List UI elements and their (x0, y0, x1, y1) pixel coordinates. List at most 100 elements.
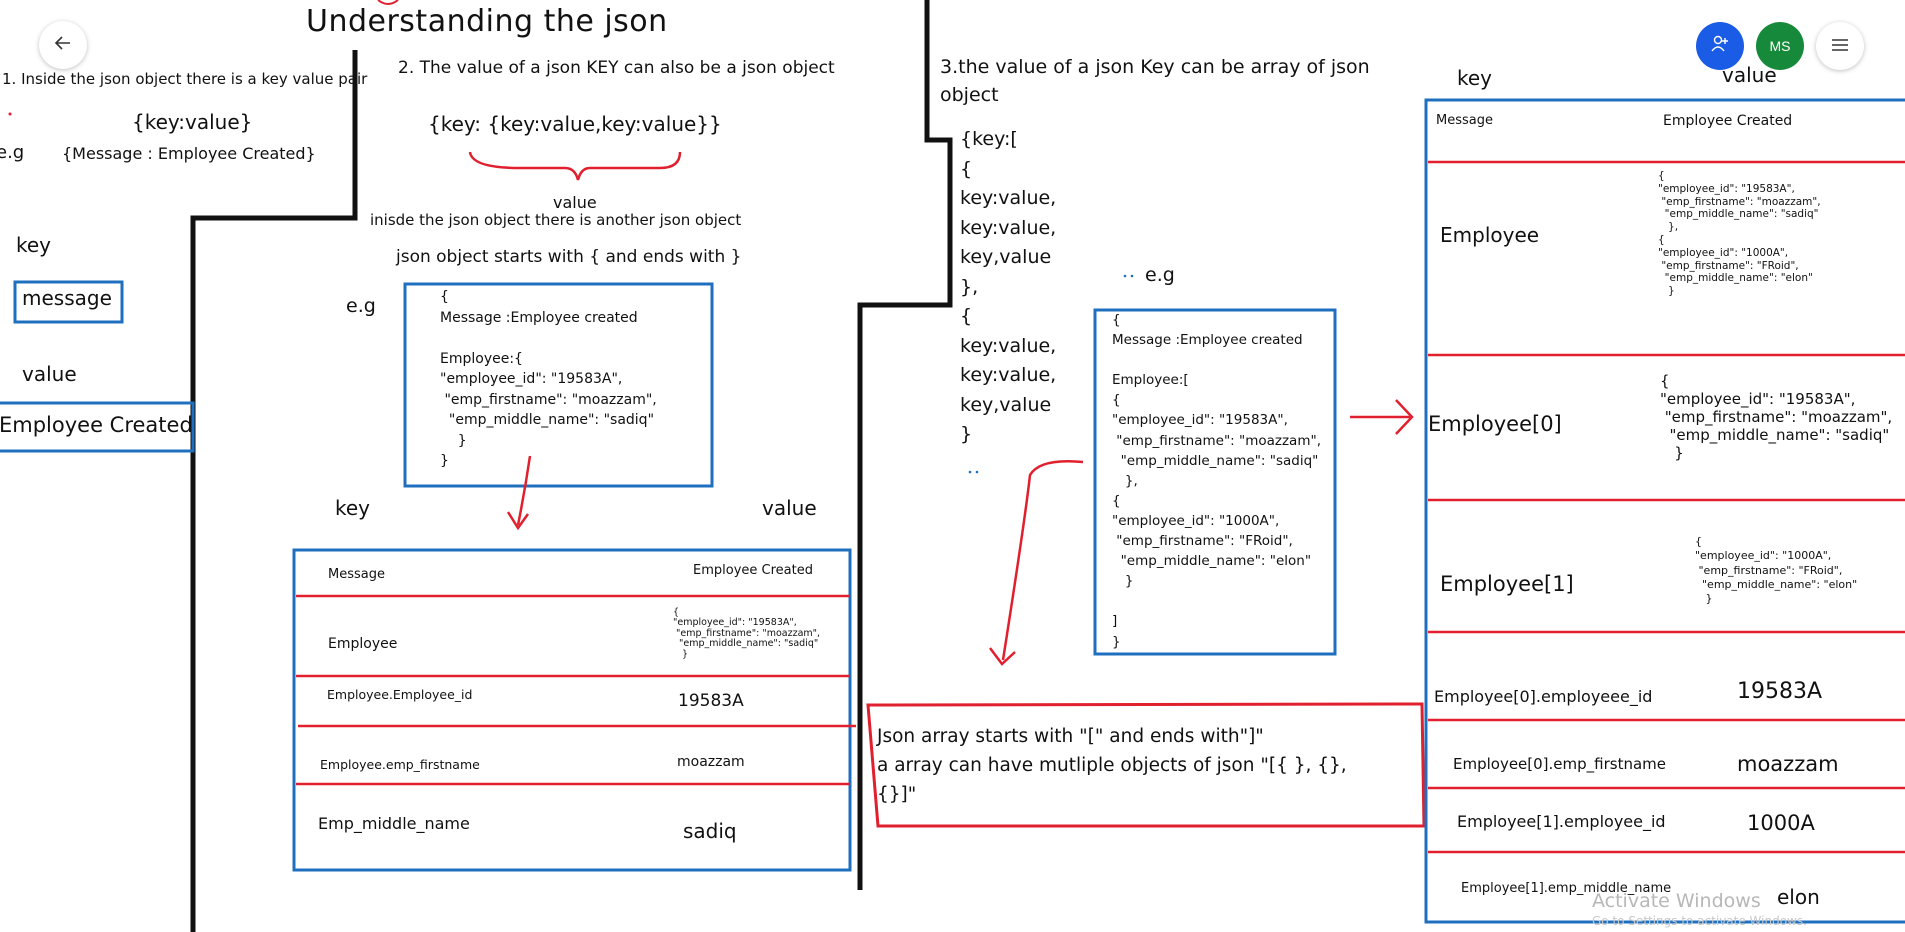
code-line: }, (960, 275, 979, 298)
section2-note2: json object starts with { and ends with … (396, 247, 742, 267)
code-line: "emp_firstname": "moazzam", (440, 391, 657, 408)
code-line: key:value, (960, 216, 1057, 239)
array-table-row-key: Employee[1].employee_id (1457, 812, 1666, 831)
red-arrow (1001, 460, 1084, 661)
arrow-left-icon (54, 34, 72, 56)
page-title: Understanding the json (306, 4, 668, 39)
code-line: key:value, (960, 187, 1057, 209)
code-line: key,value (960, 393, 1052, 416)
example-box-outline (403, 282, 714, 488)
array-table-outline (1424, 98, 1905, 924)
section2-note1: inisde the json object there is another … (370, 211, 742, 229)
code-line: "emp_firstname": "FRoid", (1112, 533, 1293, 550)
section2-example-code: {Message :Employee created Employee:{"em… (440, 289, 657, 475)
section3-example-code: { Message :Employee created Employee:[ { "e… (1112, 310, 1321, 652)
code-line: { (1112, 492, 1121, 509)
code-line: "employee_id": "19583A", (1112, 412, 1288, 429)
array-table-row-key: Employee[1].emp_middle_name (1461, 881, 1672, 896)
table-row-key: Emp_middle_name (318, 814, 470, 833)
activate-windows-subtext: Go to Settings to activate Windows. (1592, 914, 1807, 928)
code-line: { (1112, 392, 1121, 409)
section3-heading-line1: 3.the value of a json Key can be array o… (940, 56, 1370, 78)
code-line: { (1112, 312, 1121, 328)
array-table-row-key: Message (1436, 113, 1493, 128)
code-line: "employee_id": "1000A", (1112, 512, 1280, 529)
array-table-row-value: moazzam (1737, 752, 1839, 776)
code-line (1112, 350, 1321, 370)
value-box-outline (0, 401, 195, 453)
brace-underline (468, 151, 682, 181)
code-line: { (960, 305, 973, 327)
table-row-key: Employee.Employee_id (327, 687, 473, 702)
red-arrowhead (989, 647, 1016, 666)
code-line: "emp_middle_name": "sadiq" (1112, 452, 1319, 469)
table-row-value: 19583A (678, 691, 744, 711)
menu-button[interactable] (1816, 22, 1864, 70)
section1-eg-label: e.g (0, 142, 25, 163)
table-row-key: Employee.emp_firstname (320, 757, 480, 772)
code-line: }, (1112, 472, 1138, 489)
section2-brace-label: value (553, 193, 597, 212)
array-table-row-value: Employee Created (1663, 113, 1793, 129)
section1-example: {Message : Employee Created} (62, 144, 316, 163)
table-row-key: Message (328, 567, 385, 582)
red-arrowhead (1395, 399, 1414, 435)
table-row-value: moazzam (677, 754, 745, 770)
section2-eg-label: e.g (346, 295, 376, 317)
code-line: } (440, 432, 467, 449)
code-line: {}]" (877, 784, 917, 805)
section3-note: Json array starts with "[" and ends with… (877, 722, 1347, 809)
section3-heading-line2: object (940, 84, 999, 106)
table-row-value: { "employee_id": "19583A", "emp_firstnam… (673, 607, 821, 660)
code-line: "emp_middle_name": "elon" (1112, 553, 1312, 570)
red-stroke (377, 0, 399, 5)
table-row-value: Employee Created (693, 563, 813, 578)
key-box-outline (13, 280, 124, 324)
avatar-initials: MS (1769, 38, 1791, 54)
array-table-row-key: Employee[0] (1428, 412, 1562, 436)
code-line: key:value, (960, 334, 1057, 357)
note-box-outline (866, 702, 1426, 828)
code-line (1112, 591, 1321, 611)
table-row-key: Employee (328, 636, 398, 652)
array-table-row-key: Employee (1440, 223, 1540, 247)
code-line: Message :Employee created (440, 309, 638, 326)
code-line: ] (1112, 613, 1118, 630)
code-line: "employee_id": "19583A", (440, 371, 623, 387)
array-table-row-value: 1000A (1747, 811, 1815, 835)
section1-value-box: Employee Created (0, 413, 193, 437)
array-table-row-value: elon (1777, 885, 1820, 909)
user-avatar[interactable]: MS (1756, 22, 1804, 70)
share-button[interactable] (1696, 22, 1744, 70)
code-line (440, 331, 657, 352)
section2-key-label: key (335, 496, 371, 520)
code-line: Employee:[ (1112, 372, 1189, 389)
code-line: Employee:{ (440, 350, 523, 367)
array-table-row-value: { "employee_id": "19583A", "emp_firstnam… (1658, 170, 1821, 298)
back-button[interactable] (39, 21, 87, 69)
divider-line (857, 0, 953, 890)
section1-key-label: key (16, 233, 52, 257)
code-line: } (440, 453, 449, 469)
section2-value-label: value (762, 496, 817, 520)
code-line: a array can have mutliple objects of jso… (877, 755, 1347, 776)
section2-heading: 2. The value of a json KEY can also be a… (398, 58, 835, 78)
array-table-row-value: { "employee_id": "19583A", "emp_firstnam… (1660, 372, 1893, 462)
section2-syntax: {key: {key:value,key:value}} (428, 112, 722, 136)
array-table-row-key: Employee[0].employeee_id (1434, 687, 1653, 706)
array-table-row-key: Employee[1] (1440, 572, 1574, 596)
array-example-box-outline (1093, 308, 1337, 656)
array-table-row-value: { "employee_id": "1000A", "emp_firstname… (1695, 535, 1858, 606)
array-table-row-key: Employee[0].emp_firstname (1453, 755, 1667, 773)
code-line: key:value, (960, 364, 1057, 386)
section1-syntax: {key:value} (132, 110, 253, 134)
hamburger-menu-icon (1831, 37, 1849, 56)
code-line: "emp_middle_name": "sadiq" (440, 412, 655, 428)
section3-eg-label: e.g (1145, 264, 1175, 286)
code-line: "emp_firstname": "moazzam", (1112, 432, 1321, 449)
code-line: Message :Employee created (1112, 332, 1303, 349)
red-arrow (516, 455, 532, 526)
code-line: { (960, 157, 973, 180)
code-line: {key:[ (960, 128, 1018, 150)
